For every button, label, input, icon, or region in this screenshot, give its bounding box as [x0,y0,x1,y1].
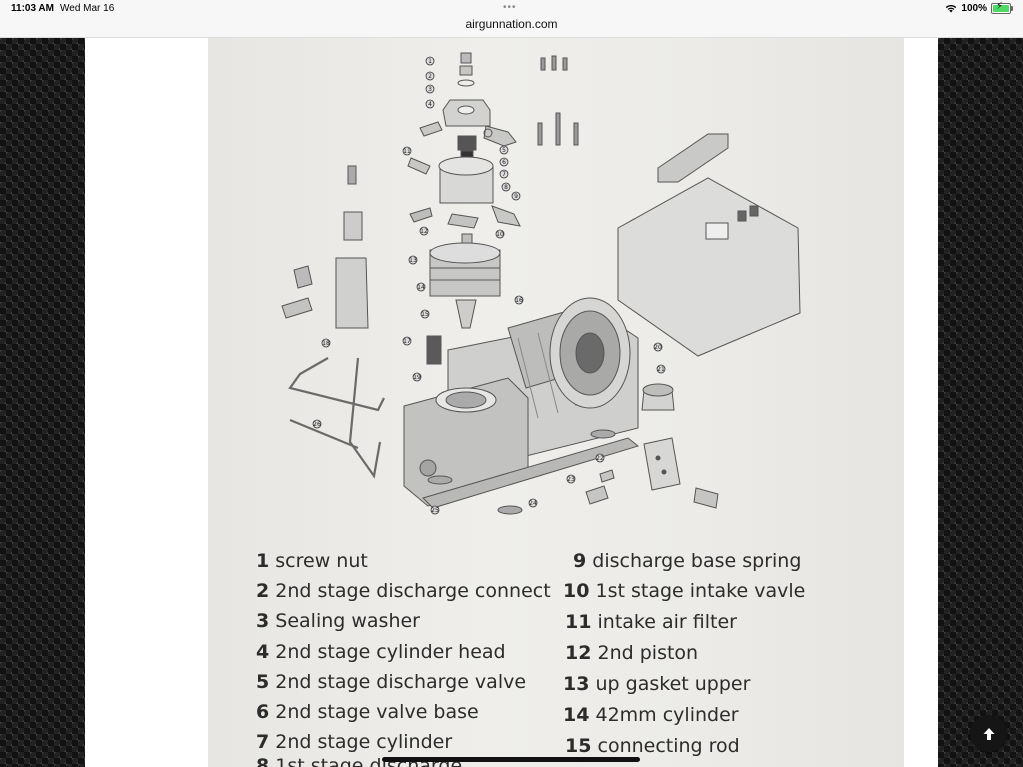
legend-item: 4 2nd stage cylinder head [256,641,506,663]
legend-item: 3 Sealing washer [256,610,420,632]
exploded-diagram: 1 2 3 4 5 6 7 8 9 10 11 12 13 14 15 16 1… [281,52,801,515]
charging-bolt-icon: ⚡ [996,1,1004,12]
callout-12: 12 [419,226,429,236]
svg-text:22: 22 [596,455,604,462]
battery-icon: ⚡ [991,1,1013,14]
legend-item: 7 2nd stage cylinder [256,731,453,753]
svg-text:23: 23 [567,476,575,483]
callout-2: 2 [425,71,435,81]
svg-text:11: 11 [403,148,411,155]
callout-10: 10 [495,229,505,239]
svg-text:16: 16 [515,297,523,304]
callout-5: 5 [499,145,509,155]
svg-text:3: 3 [428,86,432,93]
callout-3: 3 [425,84,435,94]
callout-21: 21 [656,364,666,374]
callout-13: 13 [408,255,418,265]
callout-9: 9 [511,191,521,201]
svg-text:25: 25 [431,507,439,514]
legend-item: 5 2nd stage discharge valve [256,671,527,693]
svg-text:1: 1 [428,58,432,65]
callout-4: 4 [425,99,435,109]
status-bar: 11:03 AM Wed Mar 16 ••• airgunnation.com… [0,0,1023,38]
callout-14: 14 [416,282,426,292]
legend-item: 15 connecting rod [565,735,740,757]
callout-18: 18 [321,338,331,348]
legend-item: 2 2nd stage discharge connect [256,580,551,602]
multitask-dots[interactable]: ••• [503,2,517,13]
legend-item: 14 42mm cylinder [563,704,739,726]
legend-item: 9 discharge base spring [573,550,802,572]
svg-text:13: 13 [409,257,417,264]
svg-text:18: 18 [322,340,330,347]
svg-text:12: 12 [420,228,428,235]
svg-text:9: 9 [514,193,518,200]
svg-text:17: 17 [403,338,411,345]
status-right: 100% ⚡ [945,1,1013,14]
callout-17: 17 [402,336,412,346]
svg-text:19: 19 [413,374,421,381]
svg-text:8: 8 [504,184,508,191]
svg-text:14: 14 [417,284,425,291]
manual-photo: 1 2 3 4 5 6 7 8 9 10 11 12 13 14 15 16 1… [208,38,904,767]
svg-text:20: 20 [654,344,662,351]
svg-text:7: 7 [502,171,506,178]
callout-15: 15 [420,309,430,319]
svg-text:10: 10 [496,231,504,238]
svg-text:15: 15 [421,311,429,318]
wifi-icon [946,5,957,13]
battery-percent: 100% [961,3,987,14]
svg-text:2: 2 [428,73,432,80]
status-time: 11:03 AM [11,3,54,14]
callout-25: 25 [430,505,440,515]
callout-16: 16 [514,295,524,305]
callout-11: 11 [402,146,412,156]
svg-text:5: 5 [502,147,506,154]
callout-26: 26 [312,419,322,429]
callout-1: 1 [425,56,435,66]
callout-23: 23 [566,474,576,484]
status-date: Wed Mar 16 [60,3,115,14]
battery-level [993,5,1009,12]
legend-item: 12 2nd piston [565,642,699,664]
svg-text:6: 6 [502,159,506,166]
svg-text:4: 4 [428,101,432,108]
legend-item: 10 1st stage intake vavle [563,580,806,602]
svg-text:26: 26 [313,421,321,428]
callout-22: 22 [595,453,605,463]
legend-item: 6 2nd stage valve base [256,701,479,723]
carbon-background-right [938,38,1023,767]
callout-24: 24 [528,498,538,508]
legend-item: 11 intake air filter [565,611,737,633]
scroll-to-top-button[interactable] [970,715,1007,752]
arrow-up-icon [983,727,994,740]
callout-8: 8 [501,182,511,192]
address-bar-url[interactable]: airgunnation.com [465,17,558,31]
callout-7: 7 [499,169,509,179]
callout-6: 6 [499,157,509,167]
callout-20: 20 [653,342,663,352]
svg-text:21: 21 [657,366,665,373]
callout-19: 19 [412,372,422,382]
legend-item: 1 screw nut [256,550,368,572]
home-indicator[interactable] [382,757,640,762]
carbon-background-left [0,38,85,767]
legend-item: 13 up gasket upper [563,673,751,695]
svg-text:24: 24 [529,500,537,507]
